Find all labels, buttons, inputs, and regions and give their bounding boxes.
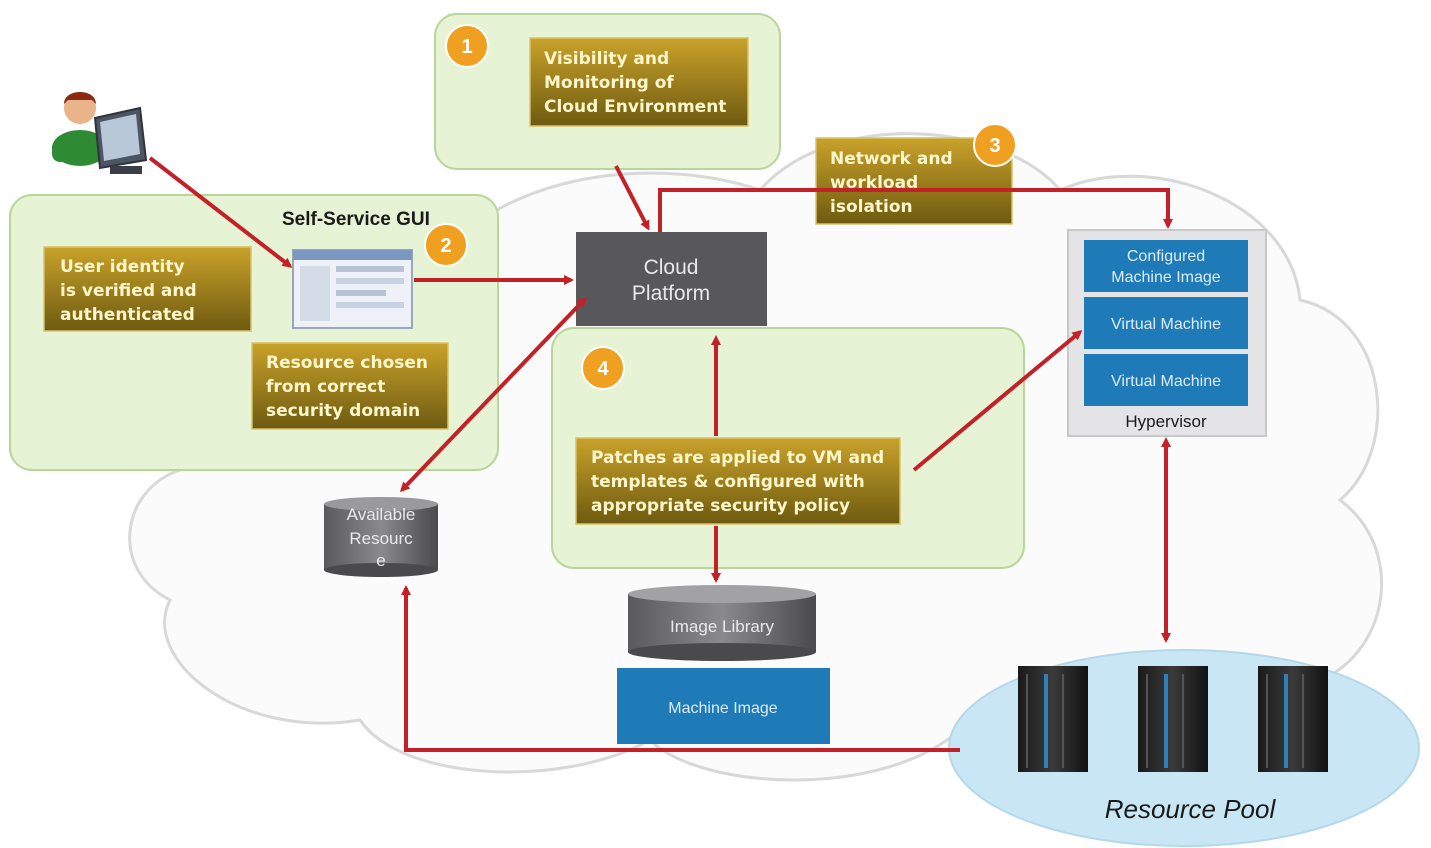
machine-image-label: Machine Image: [668, 700, 777, 717]
cloud-platform-line-1: Cloud: [644, 256, 699, 279]
user-at-computer-icon: [52, 92, 148, 174]
hypervisor-label: Hypervisor: [1125, 412, 1207, 431]
server-rack-icon: [1018, 666, 1088, 772]
network-line-3: isolation: [830, 197, 913, 217]
cloud-platform-line-2: Platform: [632, 282, 710, 305]
available-resource-line-3: e: [376, 551, 385, 570]
identity-box: User identity is verified and authentica…: [43, 246, 252, 332]
step-badge-4: 4: [581, 346, 625, 390]
visibility-line-3: Cloud Environment: [544, 97, 726, 117]
arrow-pool-to-available-resource: [401, 585, 960, 752]
resource-box: Resource chosen from correct security do…: [251, 342, 449, 430]
image-library-label: Image Library: [670, 617, 774, 636]
server-rack-icon: [1138, 666, 1208, 772]
resource-pool: Resource Pool: [948, 649, 1420, 847]
image-library-cylinder: Image Library: [628, 585, 816, 661]
available-resource-line-2: Resourc: [349, 529, 413, 548]
step-badge-3: 3: [973, 123, 1017, 167]
self-service-title: Self-Service GUI: [282, 209, 430, 230]
arrow-platform-to-hypervisor: [658, 188, 1173, 232]
hypervisor-item-3: Virtual Machine: [1111, 373, 1221, 390]
arrow-user-to-gui: [148, 156, 293, 268]
identity-line-2: is verified and: [60, 281, 197, 301]
hypervisor-item-1-line-1: Configured: [1127, 248, 1205, 265]
available-resource-line-1: Available: [347, 505, 416, 524]
hypervisor-item-1-line-2: Machine Image: [1111, 269, 1220, 286]
hypervisor: Configured Machine Image Virtual Machine…: [1067, 229, 1267, 437]
svg-text:2: 2: [440, 235, 451, 257]
resource-line-2: from correct: [266, 377, 385, 397]
flow-arrows: [148, 156, 1173, 752]
arrow-platform-available-resource: [399, 296, 587, 493]
resource-line-3: security domain: [266, 401, 420, 421]
svg-text:4: 4: [597, 358, 609, 380]
visibility-box: Visibility and Monitoring of Cloud Envir…: [529, 37, 749, 127]
gui-window-icon: [292, 249, 413, 329]
server-rack-icon: [1258, 666, 1328, 772]
identity-line-1: User identity: [60, 257, 185, 277]
visibility-line-2: Monitoring of: [544, 73, 674, 93]
svg-text:1: 1: [461, 36, 472, 58]
hypervisor-item-2: Virtual Machine: [1111, 316, 1221, 333]
resource-line-1: Resource chosen: [266, 353, 428, 373]
cloud-platform: Cloud Platform: [576, 232, 767, 326]
arrow-patches-to-hypervisor: [912, 330, 1083, 472]
available-resource-cylinder: Available Resourc e: [324, 497, 438, 577]
resource-pool-label: Resource Pool: [1105, 794, 1277, 824]
arrow-visibility-to-platform: [614, 165, 650, 231]
network-line-1: Network and: [830, 149, 953, 169]
identity-line-3: authenticated: [60, 305, 195, 325]
svg-text:3: 3: [989, 135, 1000, 157]
patches-box: Patches are applied to VM and templates …: [575, 437, 901, 525]
patches-line-2: templates & configured with: [591, 472, 865, 492]
patches-line-1: Patches are applied to VM and: [591, 448, 884, 468]
step-badge-2: 2: [424, 223, 468, 267]
visibility-line-1: Visibility and: [544, 49, 669, 69]
machine-image-box: Machine Image: [617, 668, 830, 744]
patches-line-3: appropriate security policy: [591, 496, 850, 516]
step-badge-1: 1: [445, 24, 489, 68]
